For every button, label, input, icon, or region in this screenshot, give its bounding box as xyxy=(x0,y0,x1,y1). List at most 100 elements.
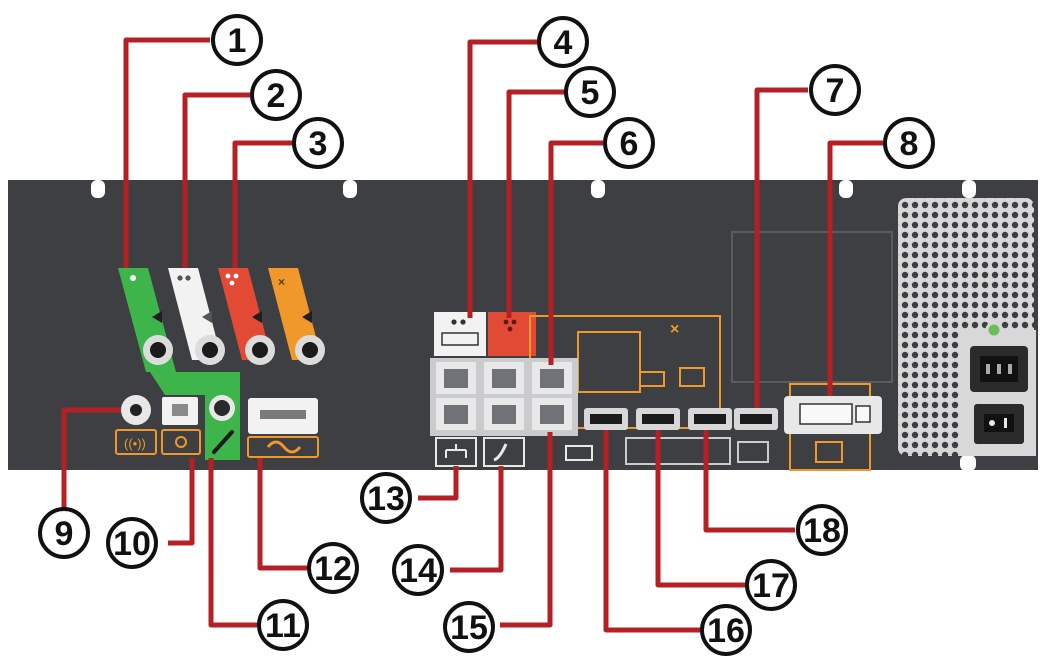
callout-badge-2: 2 xyxy=(250,69,302,121)
aux-jack[interactable] xyxy=(295,335,325,365)
callout-circle xyxy=(211,14,263,66)
line-out-icon xyxy=(177,275,191,281)
callout-number: 3 xyxy=(309,125,328,163)
phone-port-label xyxy=(161,429,201,455)
phone-lan-port[interactable] xyxy=(484,362,524,394)
speaker-out-jack[interactable] xyxy=(245,335,275,365)
phone-port[interactable] xyxy=(162,397,198,425)
callout-number: 6 xyxy=(620,125,639,163)
leader-line-13 xyxy=(418,466,459,501)
callout-circle xyxy=(537,16,589,68)
speaker-label xyxy=(488,312,536,356)
leader-line-9 xyxy=(61,407,121,508)
callout-number: 13 xyxy=(367,480,405,518)
leader-line-4 xyxy=(467,39,537,318)
leader-line-3 xyxy=(232,140,295,268)
callout-badge-12: 12 xyxy=(307,542,359,594)
callout-number: 7 xyxy=(826,72,845,110)
callout-circle xyxy=(38,507,90,559)
callout-circle xyxy=(700,604,752,656)
lan-port[interactable] xyxy=(436,362,476,394)
callout-badge-1: 1 xyxy=(211,14,263,66)
callout-circle xyxy=(257,599,309,651)
leader-line-2 xyxy=(182,92,250,268)
display-icon-dvi xyxy=(815,441,843,463)
mic-port[interactable] xyxy=(209,395,235,421)
callout-circle xyxy=(307,542,359,594)
callout-number: 2 xyxy=(267,77,286,115)
notch-bottom xyxy=(960,455,976,471)
camera-icon-network xyxy=(565,445,593,461)
power-supply xyxy=(898,198,1036,456)
power-switch[interactable] xyxy=(974,404,1024,444)
display-icon xyxy=(679,367,705,387)
hdmi-in-2[interactable] xyxy=(636,408,680,430)
psu-indicator xyxy=(985,321,1003,339)
leader-line-12 xyxy=(257,458,307,571)
notch xyxy=(343,180,357,198)
display-icon-hdmi xyxy=(737,441,769,463)
leader-line-15 xyxy=(500,432,553,628)
notch xyxy=(839,180,853,198)
mic-strip-extension xyxy=(150,372,240,460)
phone-lan-port-lower[interactable] xyxy=(484,398,524,430)
lower-left-ports: ((•)) xyxy=(115,395,319,458)
camera-network-port[interactable] xyxy=(532,362,572,394)
callout-badge-14: 14 xyxy=(392,544,444,596)
power-jack[interactable] xyxy=(121,395,151,425)
power-jack-label xyxy=(115,429,157,455)
leader-line-10 xyxy=(168,458,195,546)
callout-badge-16: 16 xyxy=(700,604,752,656)
notch xyxy=(962,180,976,198)
hdmi-in-3[interactable] xyxy=(688,408,732,430)
expansion-slot xyxy=(731,231,893,383)
callout-badge-17: 17 xyxy=(745,559,797,611)
leader-line-11 xyxy=(208,458,257,628)
callout-number: 4 xyxy=(554,24,573,62)
audio-jack-sockets xyxy=(143,335,325,365)
leader-line-14 xyxy=(450,466,504,573)
callout-number: 16 xyxy=(707,612,745,650)
callout-number: 15 xyxy=(450,609,488,647)
dvi-port[interactable] xyxy=(784,396,882,434)
leader-line-18 xyxy=(703,430,795,533)
leader-line-16 xyxy=(603,430,700,633)
callout-number: 17 xyxy=(752,567,790,605)
line-out-jack[interactable] xyxy=(195,335,225,365)
callout-number: 12 xyxy=(314,550,352,588)
callout-badge-18: 18 xyxy=(796,504,848,556)
callout-number: 9 xyxy=(55,515,74,553)
usb-port[interactable] xyxy=(248,398,318,434)
rj45-grid xyxy=(430,358,578,436)
callout-number: 10 xyxy=(113,525,151,563)
volume-arrows xyxy=(152,311,312,323)
callout-circle xyxy=(745,559,797,611)
lan-port-lower[interactable] xyxy=(436,398,476,430)
hdmi-port[interactable] xyxy=(734,408,778,430)
microphone-in-jack[interactable] xyxy=(143,335,173,365)
phone-icon xyxy=(175,436,187,448)
callout-badge-5: 5 xyxy=(564,66,616,118)
callout-badge-8: 8 xyxy=(883,117,935,169)
callout-badge-9: 9 xyxy=(38,507,90,559)
callout-circle xyxy=(392,544,444,596)
phone-icon-network xyxy=(483,437,525,467)
leader-line-5 xyxy=(506,89,565,318)
power-socket-icon[interactable] xyxy=(970,346,1028,392)
hdmi-row xyxy=(584,408,778,465)
leader-line-7 xyxy=(754,87,808,408)
power-jack-icon: ((•)) xyxy=(124,436,146,451)
usb-port-label xyxy=(247,436,319,458)
callout-circle xyxy=(809,64,861,116)
camera-port[interactable] xyxy=(532,398,572,430)
dvi-block xyxy=(784,383,882,471)
speaker-icon xyxy=(225,273,239,286)
hdmi-bracket xyxy=(625,437,731,465)
callout-badge-7: 7 xyxy=(809,64,861,116)
hdmi-in-1[interactable] xyxy=(584,408,628,430)
callout-badge-4: 4 xyxy=(537,16,589,68)
callout-number: 5 xyxy=(581,74,600,112)
line-out-label xyxy=(434,312,486,356)
callout-circle xyxy=(250,69,302,121)
